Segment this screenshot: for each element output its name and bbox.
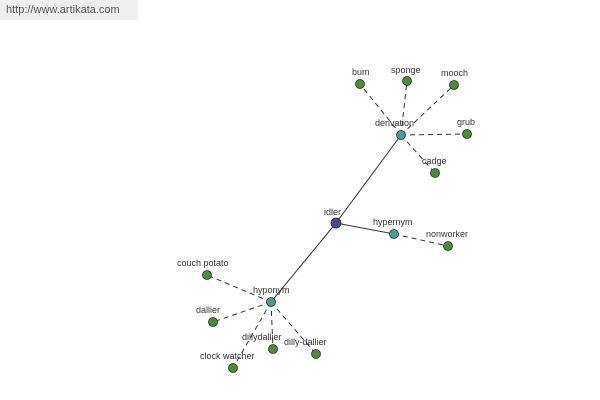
edge-derivation-cadge [400, 134, 436, 174]
node-label-couch-potato[interactable]: couch potato [177, 258, 229, 268]
node-dillydallier[interactable] [268, 344, 278, 354]
edge-hypernym-nonworker [393, 233, 449, 247]
node-label-bum[interactable]: bum [352, 67, 370, 77]
node-label-hypernym[interactable]: hypernym [373, 217, 413, 227]
edge-derivation-sponge [400, 80, 408, 136]
labels-layer: idler derivation hypernym hyponym bum sponge m… [177, 65, 475, 361]
node-sponge[interactable] [402, 76, 412, 86]
node-mooch[interactable] [449, 80, 459, 90]
node-label-derivation[interactable]: derivation [375, 118, 414, 128]
edges-layer [206, 80, 468, 369]
url-banner[interactable]: http://www.artikata.com [0, 0, 138, 20]
node-label-hyponym[interactable]: hyponym [253, 285, 290, 295]
edge-hyponym-couch-potato [206, 274, 272, 303]
edge-idler-derivation [335, 134, 402, 224]
edge-hyponym-dilly-dallier [270, 301, 317, 355]
node-nonworker[interactable] [443, 241, 453, 251]
edge-derivation-grub [400, 133, 468, 136]
node-label-cadge[interactable]: cadge [422, 156, 447, 166]
edge-idler-hyponym [270, 222, 337, 303]
node-label-mooch[interactable]: mooch [441, 68, 468, 78]
node-label-dillydallier[interactable]: dillydallier [242, 332, 282, 342]
edge-hyponym-clock-watcher [232, 301, 272, 369]
node-label-clock-watcher[interactable]: clock watcher [200, 351, 255, 361]
nodes-layer [202, 76, 472, 373]
node-derivation[interactable] [396, 130, 406, 140]
node-cadge[interactable] [430, 168, 440, 178]
node-hypernym[interactable] [389, 229, 399, 239]
node-grub[interactable] [462, 129, 472, 139]
node-label-dilly-dallier[interactable]: dilly-dallier [284, 337, 327, 347]
node-label-sponge[interactable]: sponge [391, 65, 421, 75]
node-label-nonworker[interactable]: nonworker [426, 229, 468, 239]
node-dilly-dallier[interactable] [311, 349, 321, 359]
edge-idler-hypernym [335, 222, 395, 235]
edge-derivation-bum [359, 83, 402, 136]
node-clock-watcher[interactable] [228, 363, 238, 373]
node-dallier[interactable] [208, 317, 218, 327]
node-idler[interactable] [330, 217, 342, 229]
node-label-grub[interactable]: grub [457, 117, 475, 127]
node-hyponym[interactable] [266, 297, 276, 307]
node-label-dallier[interactable]: dallier [196, 305, 220, 315]
edge-hyponym-dallier [212, 301, 272, 323]
edge-derivation-mooch [400, 84, 455, 136]
edge-hyponym-dillydallier [270, 301, 274, 350]
node-label-idler[interactable]: idler [324, 207, 341, 217]
node-couch-potato[interactable] [202, 270, 212, 280]
node-bum[interactable] [355, 79, 365, 89]
